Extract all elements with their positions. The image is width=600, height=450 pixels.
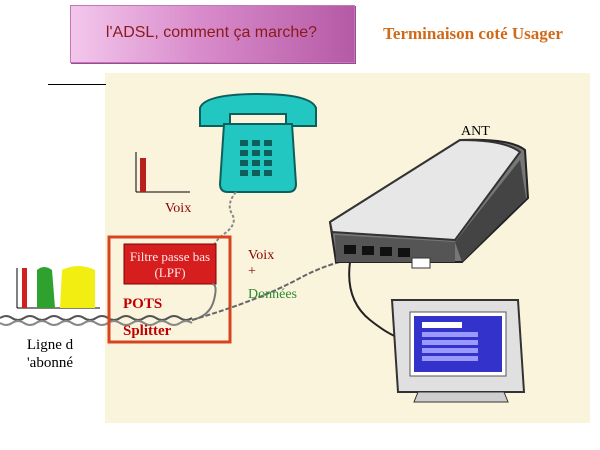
downstream-band-bar xyxy=(60,266,95,308)
title-banner xyxy=(70,5,355,63)
voice-data-label: Voix xyxy=(248,248,275,263)
data-cable xyxy=(191,256,411,321)
plus-label: + xyxy=(248,264,256,279)
page-subtitle: Terminaison coté Usager xyxy=(383,24,563,43)
pots-label: POTS xyxy=(123,296,163,312)
phone-cord xyxy=(212,191,237,257)
filter-label: Filtre passe bas (LPF) xyxy=(129,249,211,280)
voice-band-bar xyxy=(22,268,27,308)
upstream-band-bar xyxy=(37,267,55,308)
subscriber-line-label: Ligne d 'abonné xyxy=(26,337,74,371)
low-pass-filter xyxy=(123,243,217,285)
line-spectrum-chart xyxy=(16,266,100,309)
voice-label: Voix xyxy=(165,201,192,216)
subscriber-line xyxy=(0,315,193,326)
voice-spectrum-chart xyxy=(135,152,190,193)
telephone-icon xyxy=(199,92,317,193)
splitter-label: Splitter xyxy=(123,323,172,339)
divider-line xyxy=(48,84,106,85)
data-label: Données xyxy=(248,287,297,302)
banner-title: l'ADSL, comment ça marche? xyxy=(105,24,318,41)
computer-icon xyxy=(390,299,526,403)
modem-icon xyxy=(328,138,530,269)
ant-label: ANT xyxy=(461,124,490,139)
